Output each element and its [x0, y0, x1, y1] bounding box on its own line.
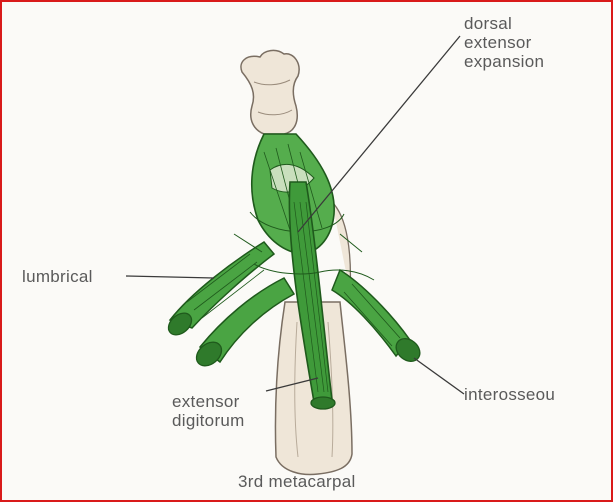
interosseous-label: interosseou — [464, 385, 555, 404]
metacarpal-label: 3rd metacarpal — [238, 472, 356, 491]
dorsal-extensor-expansion-label: dorsal extensor expansion — [464, 14, 544, 71]
lumbrical-muscle — [164, 242, 274, 339]
extensor-digitorum-label: extensor digitorum — [172, 392, 245, 430]
dorsal-leader-line — [298, 36, 460, 232]
lumbrical-label: lumbrical — [22, 267, 93, 286]
phalanx-bone — [241, 50, 299, 134]
lumbrical-leader-line — [126, 276, 214, 278]
interosseous-leader-line — [414, 358, 464, 394]
